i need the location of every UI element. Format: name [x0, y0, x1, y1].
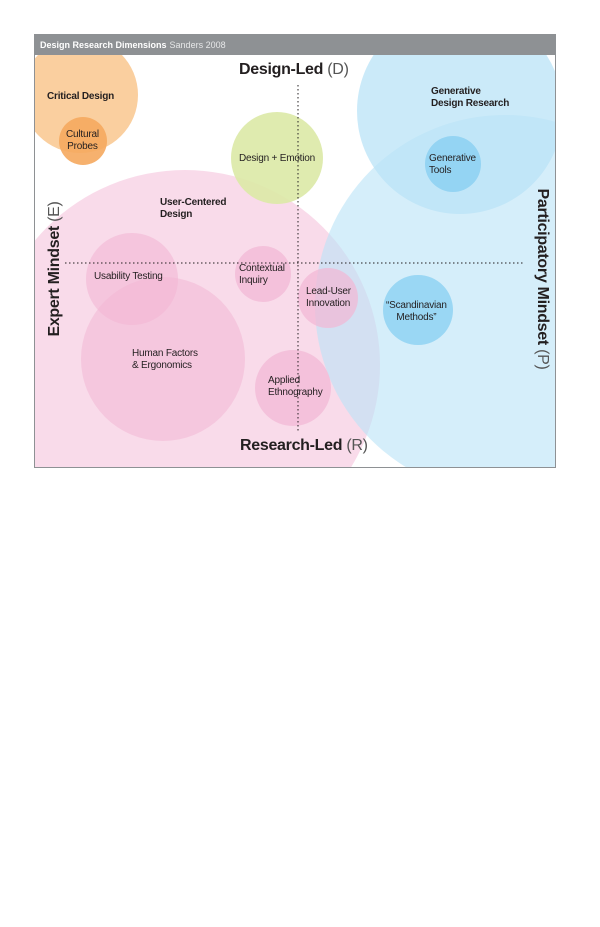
generative-tools-line1: Generative	[429, 153, 476, 164]
axis-left-text: Expert Mindset	[46, 226, 63, 337]
critical-design-region	[35, 55, 138, 153]
design-emotion-line1: Design + Emotion	[239, 153, 316, 164]
design-emotion-bubble	[231, 112, 323, 204]
human-factors-line1: Human Factors	[132, 348, 198, 359]
header-title: Design Research Dimensions	[40, 40, 167, 50]
header-subtitle: Sanders 2008	[169, 40, 226, 50]
label-design-emotion: Design + Emotion	[239, 153, 315, 165]
human-factors-line2: & Ergonomics	[132, 360, 192, 371]
label-scandinavian-methods: “Scandinavian Methods”	[386, 300, 447, 324]
label-usability-testing: Usability Testing	[94, 271, 163, 283]
axis-left-code: (E)	[46, 201, 63, 222]
generative-design-research-line2: Design Research	[431, 98, 510, 109]
lead-user-innovation-line2: Innovation	[306, 298, 351, 309]
scandinavian-methods-bubble	[383, 275, 453, 345]
axis-label-design-led: Design-Led (D)	[239, 61, 349, 79]
applied-ethnography-line1: Applied	[268, 375, 300, 386]
human-factors-bubble	[81, 277, 245, 441]
axis-label-research-led: Research-Led (R)	[240, 437, 368, 455]
lead-user-innovation-bubble	[298, 268, 358, 328]
axis-right-code: (P)	[534, 349, 551, 370]
user-centered-design-line1: User-Centered	[160, 197, 227, 208]
user-centered-design-line2: Design	[160, 209, 193, 220]
contextual-inquiry-bubble	[235, 246, 291, 302]
label-critical-design: Critical Design	[47, 91, 114, 103]
axis-right-text: Participatory Mindset	[534, 188, 551, 345]
contextual-inquiry-line2: Inquiry	[239, 275, 268, 286]
lead-user-innovation-line1: Lead-User	[306, 286, 351, 297]
generative-design-research-line1: Generative	[431, 86, 481, 97]
axis-bottom-text: Research-Led	[240, 437, 343, 454]
label-lead-user-innovation: Lead-User Innovation	[306, 286, 351, 310]
usability-testing-line1: Usability Testing	[94, 271, 163, 282]
label-human-factors: Human Factors & Ergonomics	[132, 348, 198, 372]
generative-tools-bubble	[425, 136, 481, 192]
scandinavian-methods-line1: “Scandinavian	[386, 300, 447, 311]
generative-design-research-region	[357, 55, 555, 214]
axis-top-text: Design-Led	[239, 61, 324, 78]
contextual-inquiry-line1: Contextual	[239, 263, 285, 274]
label-contextual-inquiry: Contextual Inquiry	[239, 263, 285, 287]
axis-top-code: (D)	[327, 61, 349, 78]
scandinavian-methods-line2: Methods”	[396, 312, 437, 323]
generative-tools-line2: Tools	[429, 165, 452, 176]
label-generative-tools: Generative Tools	[429, 153, 476, 177]
label-applied-ethnography: Applied Ethnography	[268, 375, 323, 399]
cultural-probes-line2: Probes	[67, 141, 98, 152]
applied-ethnography-bubble	[255, 350, 331, 426]
axis-bottom-code: (R)	[346, 437, 368, 454]
axis-label-participatory-mindset: Participatory Mindset (P)	[533, 189, 551, 370]
cultural-probes-line1: Cultural	[66, 129, 99, 140]
diagram-canvas	[35, 55, 555, 467]
critical-design-line1: Critical Design	[47, 91, 115, 102]
cultural-probes-bubble	[59, 117, 107, 165]
label-user-centered-design: User-Centered Design	[160, 197, 227, 221]
label-generative-design-research: Generative Design Research	[431, 86, 509, 110]
axis-label-expert-mindset: Expert Mindset (E)	[46, 201, 64, 336]
label-cultural-probes: Cultural Probes	[66, 129, 99, 153]
applied-ethnography-line2: Ethnography	[268, 387, 323, 398]
